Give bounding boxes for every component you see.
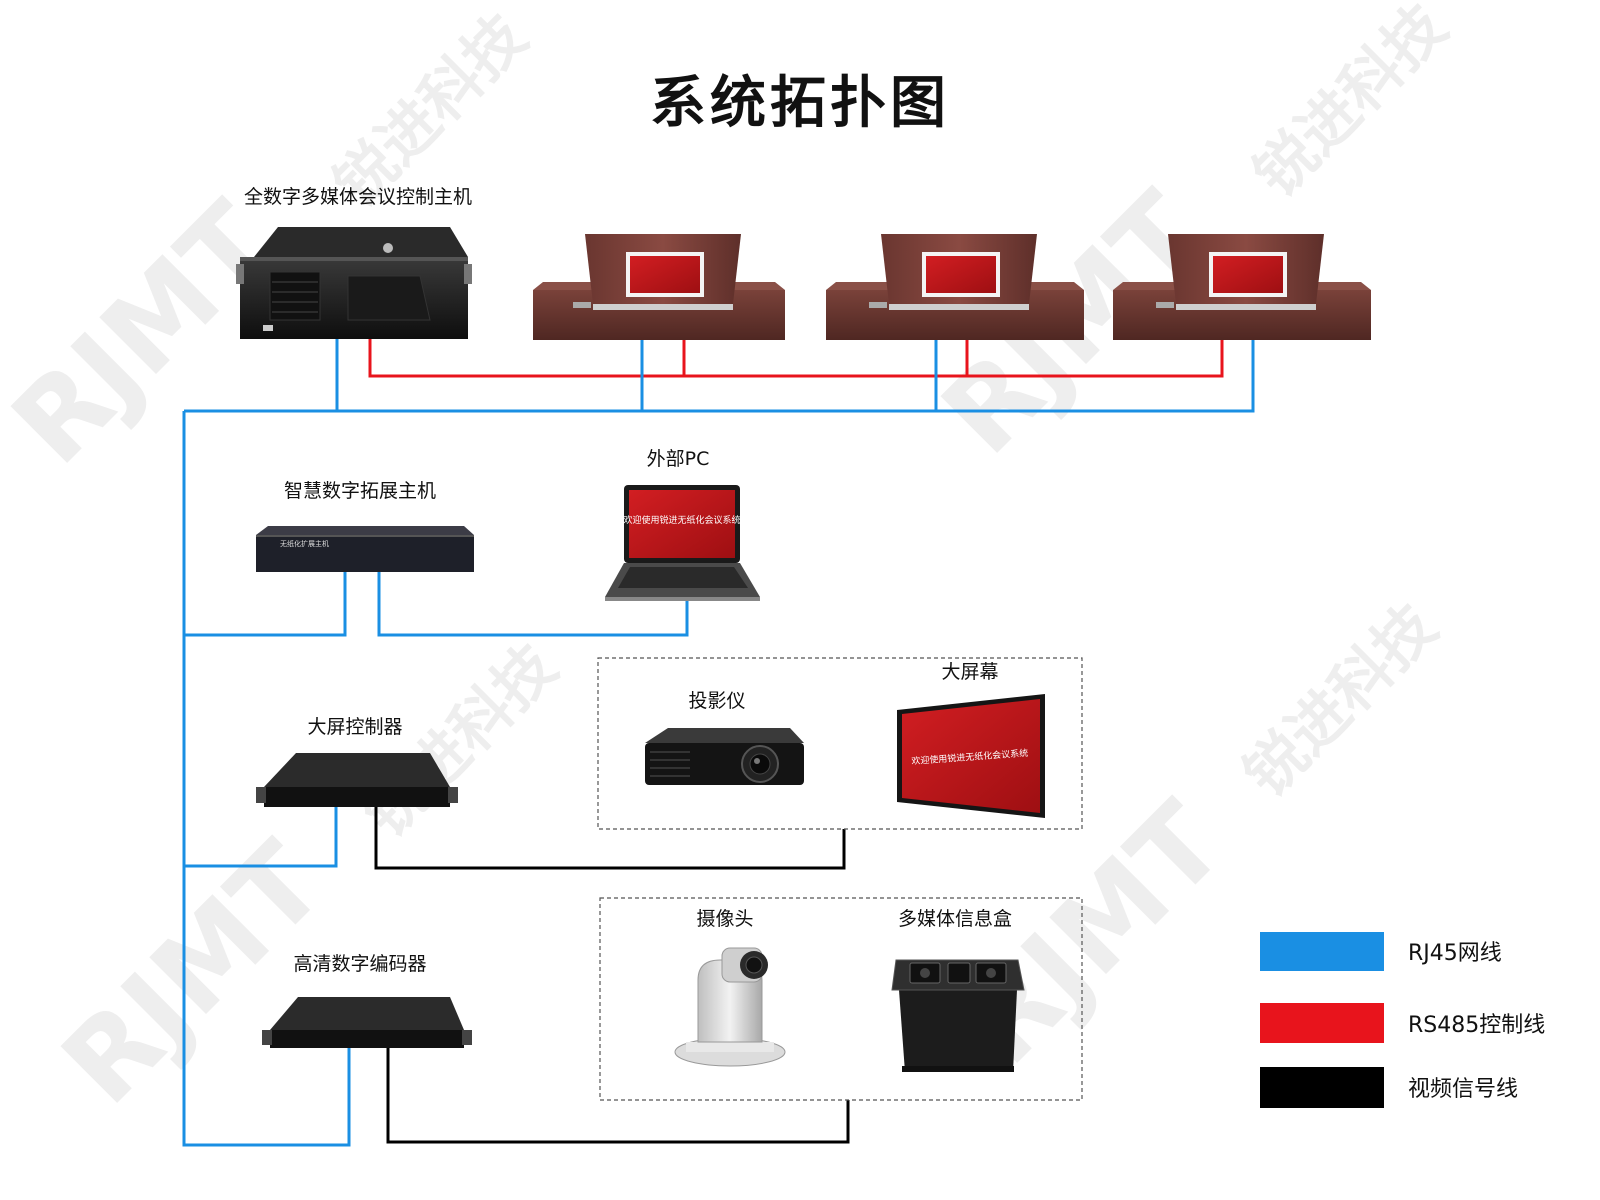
paperless-terminal-1: [533, 234, 785, 340]
expansion-host-plate: 无纸化扩展主机: [280, 539, 329, 548]
legend-swatch-video: [1260, 1067, 1384, 1108]
paperless-terminal-3: [1113, 234, 1371, 340]
rj45-line: [182, 411, 351, 1147]
watermark-name: 锐进科技: [351, 631, 570, 850]
legend-label-video: 视频信号线: [1408, 1077, 1518, 1102]
legend: RJ45网线 RS485控制线 视频信号线: [1260, 932, 1545, 1108]
expansion-host-device: 无纸化扩展主机: [256, 526, 474, 572]
watermark-name: 锐进科技: [1231, 591, 1450, 810]
external-pc-device: 欢迎使用锐进无纸化会议系统: [605, 485, 760, 601]
video-line: [374, 806, 846, 870]
control-host-device: [236, 227, 472, 339]
encoder-label: 高清数字编码器: [293, 953, 426, 975]
rj45-line: [184, 340, 1255, 413]
legend-label-rs485: RS485控制线: [1408, 1013, 1545, 1038]
rj45-line: [184, 806, 338, 868]
camera-device: [674, 947, 786, 1067]
connection-lines: [182, 338, 1255, 1147]
big-screen-label: 大屏幕: [941, 661, 998, 683]
screen-controller-label: 大屏控制器: [307, 716, 402, 738]
rj45-line: [184, 571, 347, 637]
expansion-host-label: 智慧数字拓展主机: [284, 480, 436, 502]
media-box-device: [891, 959, 1025, 1072]
projector-device: [645, 728, 804, 785]
control-host-label: 全数字多媒体会议控制主机: [244, 186, 472, 208]
rj45-line: [377, 571, 689, 637]
projector-label: 投影仪: [688, 690, 745, 712]
camera-label: 摄像头: [696, 908, 753, 930]
paperless-terminal-2: [826, 234, 1084, 340]
video-line: [386, 1045, 850, 1144]
big-screen-device: 欢迎使用锐进无纸化会议系统: [897, 694, 1045, 818]
pc-screen-text: 欢迎使用锐进无纸化会议系统: [623, 514, 740, 526]
legend-label-rj45: RJ45网线: [1408, 941, 1502, 966]
page-title: 系统拓扑图: [650, 71, 950, 136]
legend-swatch-rs485: [1260, 1003, 1384, 1043]
watermark-name: 锐进科技: [1241, 0, 1460, 211]
legend-swatch-rj45: [1260, 932, 1384, 971]
screen-controller-device: [256, 753, 458, 807]
rs485-line: [368, 338, 1224, 378]
display-group-box: [597, 657, 1083, 830]
input-group-box: [599, 897, 1083, 1101]
external-pc-label: 外部PC: [647, 448, 710, 470]
media-box-label: 多媒体信息盒: [898, 908, 1012, 930]
encoder-device: [262, 997, 472, 1048]
